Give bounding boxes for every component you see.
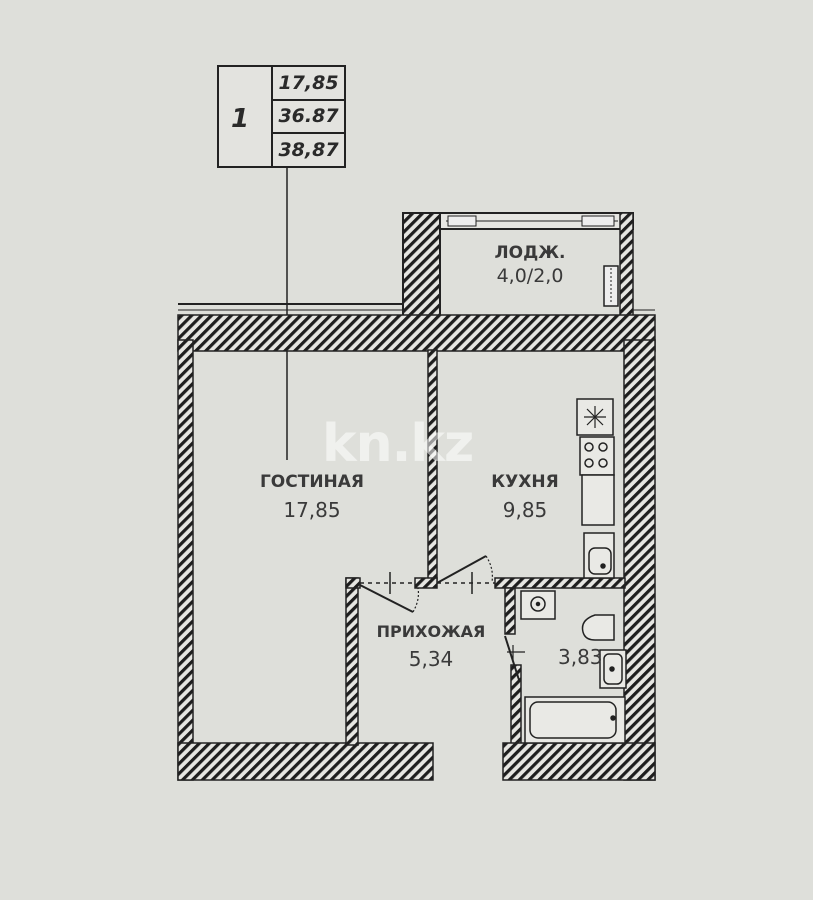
hallway-label: ПРИХОЖАЯ 5,34 [356,622,506,671]
hallway-area: 5,34 [408,647,454,671]
living-room-area: 17,85 [283,498,341,522]
door-swing-living [359,584,420,613]
washing-machine-icon [520,590,556,620]
living-room-label: ГОСТИНАЯ 17,85 [222,472,402,522]
snowflake-icon [584,406,606,428]
total-area-with-loggia-value: 38,87 [278,139,339,161]
kitchen-area: 9,85 [502,498,548,522]
hallway-name: ПРИХОЖАЯ [376,622,486,641]
area-info-box [217,65,346,168]
bathroom-label: 3,83 [558,645,628,669]
room-count-label: 1 [230,104,250,134]
living-room-name: ГОСТИНАЯ [259,472,365,492]
bathroom-area: 3,83 [558,645,603,669]
counter-icon [581,474,615,526]
living-room-left-wall [177,339,194,781]
bathroom-left-partition [504,587,516,635]
toilet-icon [581,614,615,641]
door-swing-bathroom [504,635,525,681]
loggia-area: 4,0/2,0 [496,265,564,287]
stove-icon [579,436,615,476]
watermark: kn.kz [322,414,474,474]
kitchen-label: КУХНЯ 9,85 [470,472,580,522]
bathroom-fixtures [520,590,627,744]
loggia-name: ЛОДЖ. [494,243,566,263]
total-area-value: 36.87 [278,105,339,127]
door-swing-kitchen [436,555,493,584]
living-area-value: 17,85 [278,72,339,94]
bottom-wall-right [502,742,656,781]
kitchen-right-wall [623,339,656,781]
bottom-wall-left [177,742,434,781]
loggia-label: ЛОДЖ. 4,0/2,0 [460,243,600,287]
kitchen-fixtures [576,398,615,579]
kitchen-name: КУХНЯ [491,472,559,492]
top-exterior-wall [177,303,656,352]
